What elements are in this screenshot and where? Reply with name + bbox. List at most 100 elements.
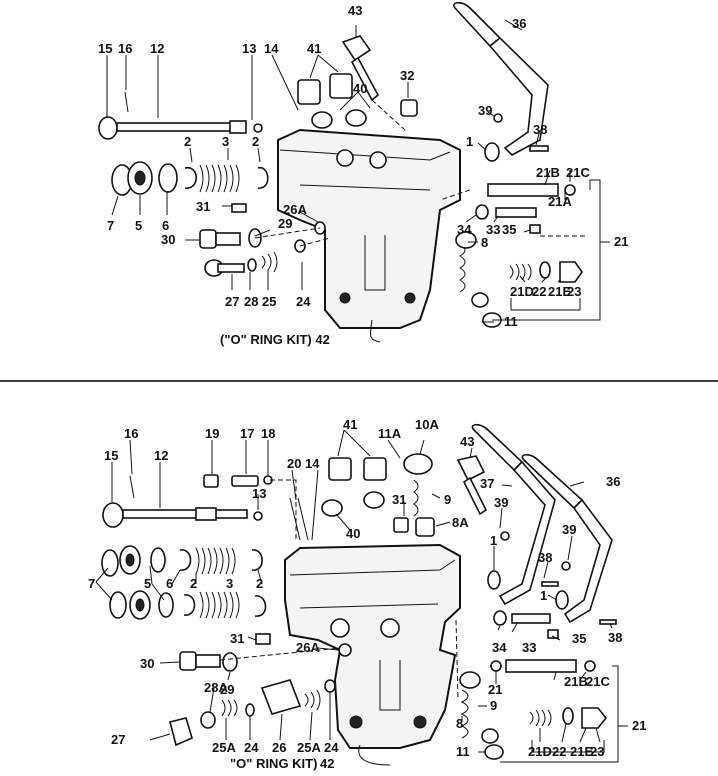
callout-label: 26 bbox=[272, 740, 286, 755]
callout-label: 21D bbox=[510, 284, 534, 299]
callout-label: 8 bbox=[481, 235, 488, 250]
callout-label: 16 bbox=[124, 426, 138, 441]
callout-label: 19 bbox=[205, 426, 219, 441]
callout-label: 36 bbox=[512, 16, 526, 31]
callout-label: 1 bbox=[540, 588, 547, 603]
bottom-spring-rows bbox=[101, 545, 267, 620]
callout-label: 27 bbox=[111, 732, 125, 747]
top-leader-lines bbox=[106, 19, 573, 323]
callout-label: 5 bbox=[144, 576, 151, 591]
callout-label: 34 bbox=[492, 640, 507, 655]
callout-label: 15 bbox=[104, 448, 118, 463]
callout-label: 24 bbox=[244, 740, 259, 755]
callout-label: 14 bbox=[264, 41, 279, 56]
callout-label: 41 bbox=[307, 41, 321, 56]
callout-label: 21B bbox=[564, 674, 588, 689]
callout-label: 31 bbox=[392, 492, 406, 507]
top-spring-row bbox=[111, 161, 269, 196]
callout-label: 26A bbox=[296, 640, 320, 655]
callout-label: 21 bbox=[488, 682, 502, 697]
callout-label: 35 bbox=[502, 222, 516, 237]
callout-label: 41 bbox=[343, 417, 357, 432]
bottom-lower-left-parts bbox=[169, 633, 352, 747]
callout-label: 22 bbox=[552, 744, 566, 759]
callout-label: 3 bbox=[226, 576, 233, 591]
callout-label: 24 bbox=[324, 740, 339, 755]
top-lever-36 bbox=[453, 1, 549, 156]
callout-label: 29 bbox=[220, 682, 234, 697]
callout-label: 24 bbox=[296, 294, 311, 309]
callout-label: 23 bbox=[567, 284, 581, 299]
callout-label: 7 bbox=[107, 218, 114, 233]
bottom-right-assembly bbox=[455, 570, 628, 763]
bottom-upper-small-parts bbox=[203, 474, 297, 540]
callout-label: 6 bbox=[162, 218, 169, 233]
callout-label: 3 bbox=[222, 134, 229, 149]
callout-label: 39 bbox=[494, 495, 508, 510]
callout-label: 43 bbox=[348, 3, 362, 18]
callout-label: 43 bbox=[460, 434, 474, 449]
callout-label: 18 bbox=[261, 426, 275, 441]
callout-label: 31 bbox=[230, 631, 244, 646]
callout-label: 21 bbox=[614, 234, 628, 249]
callout-label: 28 bbox=[244, 294, 258, 309]
top-lower-left-parts bbox=[199, 203, 331, 277]
callout-label: 13 bbox=[252, 486, 266, 501]
top-rod-12 bbox=[98, 91, 263, 140]
callout-label: 25 bbox=[262, 294, 276, 309]
callout-label: 33 bbox=[522, 640, 536, 655]
callout-label: 9 bbox=[444, 492, 451, 507]
callout-label: 13 bbox=[242, 41, 256, 56]
callout-label: 7 bbox=[88, 576, 95, 591]
callout-label: 39 bbox=[478, 103, 492, 118]
callout-label: 21A bbox=[548, 194, 572, 209]
callout-label: 39 bbox=[562, 522, 576, 537]
callout-label: 21C bbox=[586, 674, 610, 689]
callout-label: 9 bbox=[490, 698, 497, 713]
callout-label: 10A bbox=[415, 417, 439, 432]
callout-label: 25A bbox=[212, 740, 236, 755]
callout-label: 2 bbox=[190, 576, 197, 591]
callout-label: 15 bbox=[98, 41, 112, 56]
callout-label: 35 bbox=[572, 631, 586, 646]
callout-label: 1 bbox=[466, 134, 473, 149]
callout-label: 21E bbox=[548, 284, 571, 299]
callout-label: 33 bbox=[486, 222, 500, 237]
callout-label: 16 bbox=[118, 41, 132, 56]
callout-label: 2 bbox=[184, 134, 191, 149]
callout-label: 23 bbox=[590, 744, 604, 759]
callout-label: 25A bbox=[297, 740, 321, 755]
callout-label: 11A bbox=[378, 426, 402, 441]
bottom-levers bbox=[471, 423, 617, 625]
callout-label: 21C bbox=[566, 165, 590, 180]
callout-label: 31 bbox=[196, 199, 210, 214]
top-callout-labels: 15 16 12 13 14 41 43 32 40 36 39 38 1 2 … bbox=[98, 3, 628, 347]
callout-label: 21B bbox=[536, 165, 560, 180]
callout-label: 2 bbox=[252, 134, 259, 149]
callout-label: 32 bbox=[400, 68, 414, 83]
callout-label: 1 bbox=[490, 533, 497, 548]
callout-label: 38 bbox=[533, 122, 547, 137]
o-ring-kit-label: "O" RING KIT) bbox=[230, 756, 317, 771]
callout-label: 26A bbox=[283, 202, 307, 217]
callout-label: 30 bbox=[161, 232, 175, 247]
top-housing bbox=[277, 128, 461, 343]
callout-label: 6 bbox=[166, 576, 173, 591]
callout-label: 11 bbox=[504, 314, 518, 329]
top-right-assembly bbox=[439, 142, 610, 328]
callout-label: 14 bbox=[305, 456, 320, 471]
callout-label: 20 bbox=[287, 456, 301, 471]
callout-label: 27 bbox=[225, 294, 239, 309]
callout-label: 21D bbox=[528, 744, 552, 759]
callout-label: 29 bbox=[278, 216, 292, 231]
callout-label: 38 bbox=[608, 630, 622, 645]
callout-label: 36 bbox=[606, 474, 620, 489]
bottom-diagram: 16 19 17 18 41 11A 10A 43 15 12 20 14 36… bbox=[88, 417, 646, 771]
callout-label: 22 bbox=[532, 284, 546, 299]
callout-label: 21E bbox=[570, 744, 593, 759]
top-bolts bbox=[297, 35, 418, 131]
o-ring-kit-label: ("O" RING KIT) 42 bbox=[220, 332, 330, 347]
callout-label: 37 bbox=[480, 476, 494, 491]
callout-label: 34 bbox=[457, 222, 472, 237]
